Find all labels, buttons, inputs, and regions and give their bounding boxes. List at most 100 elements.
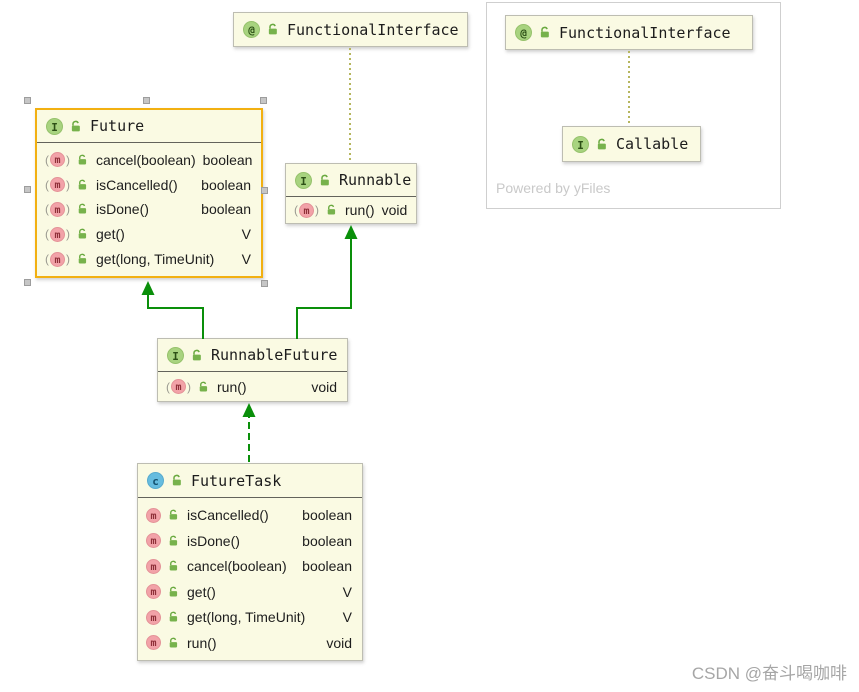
class-title: Callable [616, 135, 689, 153]
annotation-icon: @ [243, 21, 260, 38]
method-name: get(long, TimeUnit) [187, 609, 306, 626]
class-box-functional-interface-2[interactable]: @ FunctionalInterface [505, 15, 753, 50]
method-icon: m [146, 635, 161, 651]
selection-handle-top-left[interactable] [24, 97, 31, 104]
method-icon: m [146, 558, 161, 574]
class-box-functional-interface-1[interactable]: @ FunctionalInterface [233, 12, 468, 47]
csdn-watermark: CSDN @奋斗喝咖啡 [691, 664, 847, 683]
extends-edge-runnablefuture-runnable[interactable] [296, 239, 352, 339]
abstract-method-icon: m [45, 152, 70, 168]
public-lock-icon [171, 474, 184, 487]
class-icon: c [147, 472, 164, 489]
class-title: FutureTask [191, 471, 282, 490]
interface-icon: I [295, 171, 312, 189]
class-title: Runnable [339, 171, 412, 189]
public-lock-icon [191, 349, 204, 362]
public-lock-icon [77, 154, 89, 166]
method-name: cancel(boolean) [187, 558, 287, 575]
method-name: get() [187, 583, 216, 600]
method-return-type: V [241, 226, 251, 243]
method-return-type: boolean [202, 151, 253, 168]
public-lock-icon [77, 203, 89, 215]
selection-handle-mid-left[interactable] [24, 186, 31, 193]
class-box-future-task[interactable]: c FutureTask m isCancelled() boolean m i… [137, 463, 363, 661]
method-return-type: void [326, 634, 352, 651]
public-lock-icon [168, 586, 180, 598]
method-row[interactable]: m run() void [138, 635, 362, 651]
class-title: Future [90, 117, 145, 135]
extends-edge-runnablefuture-future[interactable] [147, 294, 204, 339]
method-row[interactable]: m isDone() boolean [138, 533, 362, 549]
class-title: FunctionalInterface [559, 23, 731, 42]
method-return-type: V [342, 609, 352, 626]
selection-handle-bottom-left[interactable] [24, 279, 31, 286]
method-name: isDone() [96, 201, 149, 218]
method-row[interactable]: m get() V [37, 226, 261, 242]
method-return-type: boolean [201, 176, 251, 193]
method-row[interactable]: m run() void [286, 202, 416, 218]
selection-handle-top-right[interactable] [260, 97, 267, 104]
method-return-type: V [342, 583, 352, 600]
public-lock-icon [77, 253, 89, 265]
method-icon: m [146, 584, 161, 600]
abstract-method-icon: m [45, 177, 70, 193]
method-row[interactable]: m get() V [138, 584, 362, 600]
public-lock-icon [70, 120, 83, 133]
method-row[interactable]: m run() void [158, 379, 347, 395]
public-lock-icon [168, 509, 180, 521]
powered-by-yfiles-label: Powered by yFiles [496, 180, 611, 196]
method-name: run() [217, 378, 247, 395]
public-lock-icon [596, 138, 609, 151]
method-return-type: V [241, 251, 251, 268]
public-lock-icon [168, 560, 180, 572]
method-name: isCancelled() [187, 507, 269, 524]
public-lock-icon [77, 179, 89, 191]
method-name: cancel(boolean) [96, 151, 196, 168]
public-lock-icon [168, 637, 180, 649]
method-row[interactable]: m isCancelled() boolean [37, 177, 261, 193]
abstract-method-icon: m [166, 379, 191, 394]
method-row[interactable]: m isCancelled() boolean [138, 507, 362, 523]
method-return-type: void [381, 202, 408, 218]
method-row[interactable]: m isDone() boolean [37, 201, 261, 217]
method-row[interactable]: m cancel(boolean) boolean [138, 558, 362, 574]
selection-handle-bottom-right[interactable] [261, 280, 268, 287]
extends-arrowhead-future [141, 281, 155, 295]
method-name: get(long, TimeUnit) [96, 251, 215, 268]
public-lock-icon [319, 174, 332, 187]
method-row[interactable]: m get(long, TimeUnit) V [138, 609, 362, 625]
selection-handle-top-center[interactable] [143, 97, 150, 104]
public-lock-icon [267, 23, 280, 36]
abstract-method-icon: m [45, 201, 70, 217]
public-lock-icon [168, 535, 180, 547]
method-name: get() [96, 226, 125, 243]
method-row[interactable]: m cancel(boolean) boolean [37, 152, 261, 168]
class-title: RunnableFuture [211, 346, 338, 364]
selection-handle-mid-right[interactable] [261, 187, 268, 194]
annotation-icon: @ [515, 24, 532, 41]
method-return-type: boolean [201, 201, 251, 218]
method-icon: m [146, 507, 161, 523]
method-name: run() [345, 202, 375, 218]
abstract-method-icon: m [294, 202, 319, 218]
class-box-future[interactable]: I Future m cancel(boolean) boolean m isC… [35, 108, 263, 278]
public-lock-icon [539, 26, 552, 39]
method-icon: m [146, 533, 161, 549]
method-return-type: boolean [302, 532, 352, 549]
method-name: isDone() [187, 532, 240, 549]
class-title: FunctionalInterface [287, 20, 459, 39]
method-return-type: void [311, 378, 337, 395]
public-lock-icon [77, 228, 89, 240]
class-box-runnable[interactable]: I Runnable m run() void [285, 163, 417, 224]
method-return-type: boolean [302, 558, 352, 575]
class-box-runnable-future[interactable]: I RunnableFuture m run() void [157, 338, 348, 402]
interface-icon: I [46, 117, 63, 135]
class-box-callable[interactable]: I Callable [562, 126, 701, 162]
method-row[interactable]: m get(long, TimeUnit) V [37, 251, 261, 267]
abstract-method-icon: m [45, 251, 70, 267]
public-lock-icon [198, 381, 210, 393]
public-lock-icon [326, 204, 338, 216]
method-return-type: boolean [302, 507, 352, 524]
extends-arrowhead-runnable [344, 225, 358, 239]
